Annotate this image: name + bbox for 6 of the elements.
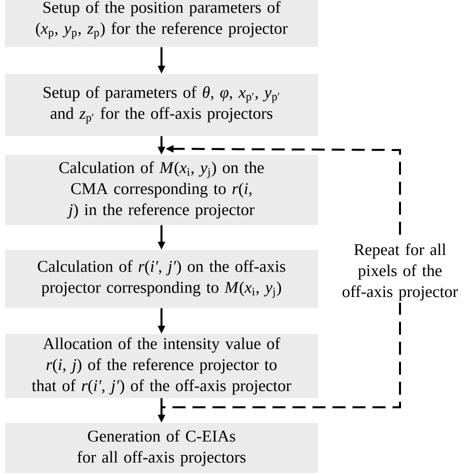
process-box: Setup of parameters of θ, φ, x$_{p′}$, y$_{p′}$ and z$_{p′}$ for the off-axis projectors [5,74,318,136]
process-box: Allocation of the intensity value of r(i, j) of the reference projector to that of r(i′, j′) of the off-axis projector [5,334,318,398]
process-box: Calculation of r(i′, j′) on the off-axis projector corresponding to M(x$_{i}$, y$_{j}$) [5,250,318,308]
process-box: Generation of C-EIAs for all off-axis projectors [5,423,318,473]
edge-label: Repeat for all pixels of the off-axis projector [342,243,458,301]
process-box: Setup of the position parameters of (x$_{p}$, y$_{p}$, z$_{p}$) for the reference projector [5,0,318,47]
